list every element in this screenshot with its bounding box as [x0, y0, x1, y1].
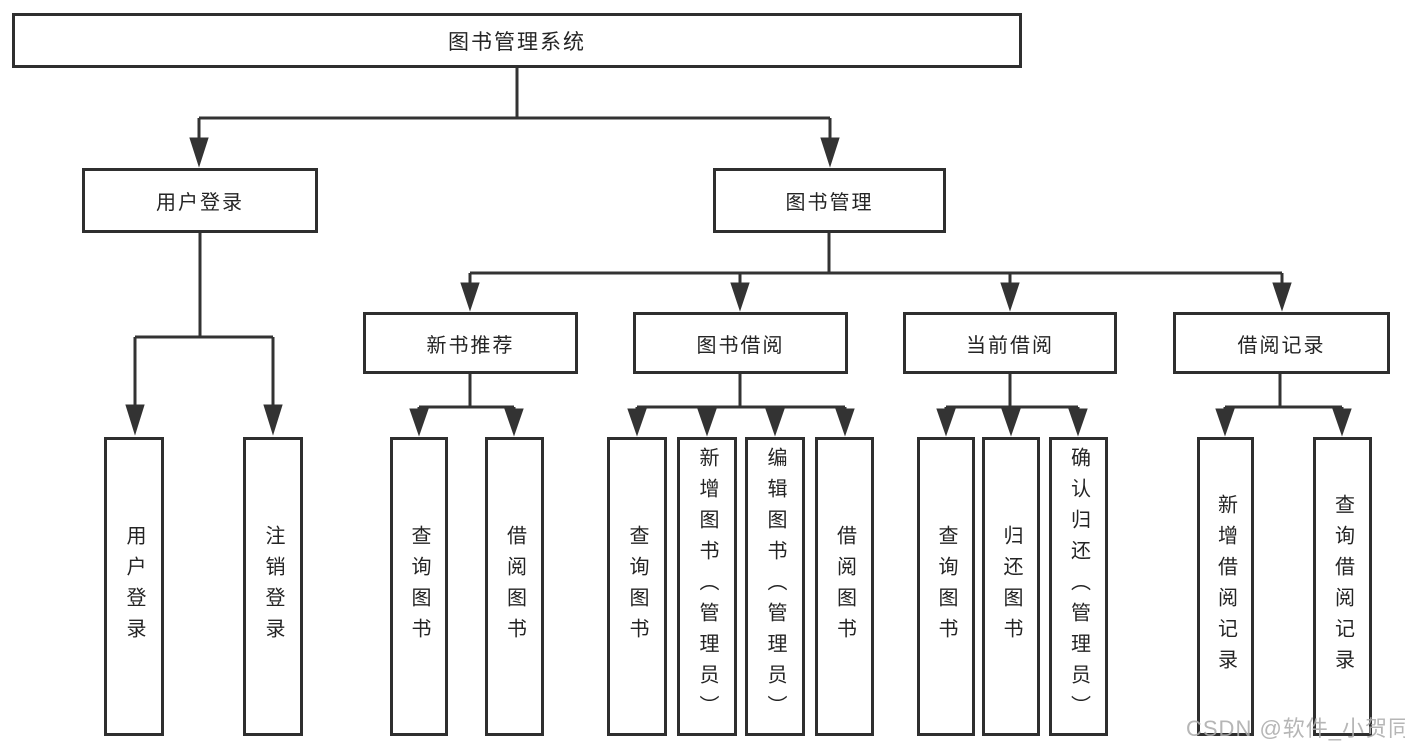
node-label: 确认归还（管理员）	[1067, 447, 1090, 726]
arrowhead	[765, 408, 785, 437]
csdn-watermark: CSDN @软件_小贺同学	[1186, 716, 1405, 741]
node-label: 用户登录	[156, 192, 244, 214]
node-label: 借阅记录	[1237, 334, 1326, 357]
node-label: 编辑图书（管理员）	[764, 447, 786, 726]
node-label: 新增图书（管理员）	[696, 447, 718, 726]
leaf-user-login: 用户登录	[104, 437, 164, 736]
arrowhead	[460, 282, 480, 312]
node-label: 图书管理	[785, 192, 874, 214]
node-label: 注销登录	[262, 524, 284, 649]
leaf-query-books-current: 查询图书	[917, 437, 975, 736]
node-label: 图书借阅	[696, 334, 785, 357]
node-library-management-system: 图书管理系统	[12, 13, 1022, 68]
arrowhead	[730, 282, 750, 312]
arrowhead	[1001, 408, 1021, 437]
node-label: 借阅图书	[503, 524, 526, 649]
leaf-logout: 注销登录	[243, 437, 303, 736]
node-book-management: 图书管理	[713, 168, 946, 233]
leaf-borrow-books: 借阅图书	[815, 437, 874, 736]
arrowhead	[1068, 408, 1088, 437]
leaf-borrow-books-recommend: 借阅图书	[485, 437, 544, 736]
arrowhead	[409, 408, 429, 437]
node-label: 借阅图书	[833, 524, 856, 649]
node-label: 查询图书	[408, 524, 430, 649]
leaf-query-books-recommend: 查询图书	[390, 437, 448, 736]
node-current-borrowing: 当前借阅	[903, 312, 1117, 374]
node-label: 当前借阅	[966, 334, 1054, 357]
arrowhead	[189, 137, 209, 168]
node-label: 查询借阅记录	[1331, 493, 1354, 680]
node-user-login: 用户登录	[82, 168, 318, 233]
leaf-add-borrow-record: 新增借阅记录	[1197, 437, 1254, 736]
arrowhead	[263, 404, 283, 436]
node-label: 查询图书	[935, 524, 957, 649]
arrowhead	[627, 408, 647, 437]
node-book-borrowing: 图书借阅	[633, 312, 848, 374]
arrowhead	[125, 404, 145, 436]
arrowhead	[697, 408, 717, 437]
node-label: 新增借阅记录	[1214, 493, 1237, 680]
arrowhead	[1000, 282, 1020, 312]
arrowhead	[1215, 408, 1235, 437]
node-label: 新书推荐	[426, 334, 515, 357]
node-label: 查询图书	[626, 524, 648, 649]
arrowhead	[1332, 408, 1352, 437]
node-label: 图书管理系统	[448, 30, 586, 54]
node-label: 用户登录	[123, 524, 145, 649]
node-new-book-recommendation: 新书推荐	[363, 312, 578, 374]
leaf-return-book: 归还图书	[982, 437, 1040, 736]
leaf-query-borrow-record: 查询借阅记录	[1313, 437, 1372, 736]
node-borrowing-records: 借阅记录	[1173, 312, 1390, 374]
leaf-confirm-return-admin: 确认归还（管理员）	[1049, 437, 1108, 736]
arrowhead	[1272, 282, 1292, 312]
leaf-query-books-borrow: 查询图书	[607, 437, 667, 736]
leaf-edit-book-admin: 编辑图书（管理员）	[745, 437, 805, 736]
arrowhead	[820, 137, 840, 168]
node-label: 归还图书	[1000, 524, 1022, 649]
arrowhead	[835, 408, 855, 437]
arrowhead	[504, 408, 524, 437]
arrowhead	[936, 408, 956, 437]
leaf-add-book-admin: 新增图书（管理员）	[677, 437, 737, 736]
